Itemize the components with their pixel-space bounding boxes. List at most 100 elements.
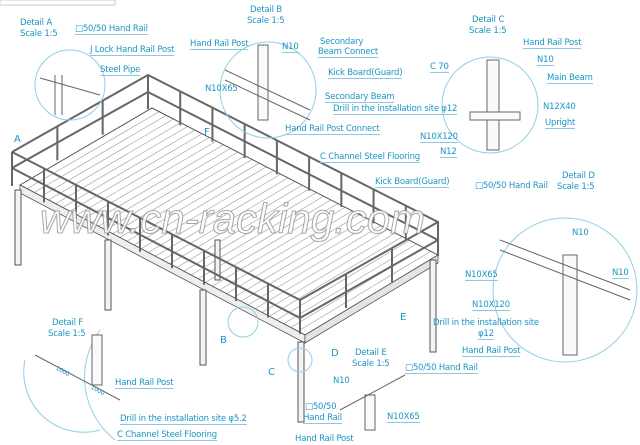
detail-e-hand-rail-left: □50/50 — [305, 402, 337, 412]
watermark: www.cn-racking.com — [39, 195, 426, 243]
floor-plank — [283, 243, 417, 325]
detail-b-n10: N10 — [282, 42, 299, 53]
floor-plank — [133, 166, 267, 246]
detail-c-hand-rail-post: Hand Rail Post — [523, 38, 582, 49]
columns — [14, 189, 437, 423]
floor-plank — [105, 151, 238, 231]
floor-plank — [55, 126, 188, 205]
floor-plank — [162, 181, 296, 261]
detail-e-n10: N10 — [333, 376, 350, 386]
floor-plank — [41, 118, 174, 197]
floor-plank — [183, 192, 317, 272]
detail-b-secondary-beam-connect: Secondary — [320, 37, 364, 47]
detail-d-n10x65: N10X65 — [465, 270, 498, 281]
detail-c-n10: N10 — [537, 55, 554, 66]
detail-e-title: Detail E — [355, 348, 387, 358]
floor-plank — [219, 210, 353, 291]
floor-plank — [69, 133, 203, 212]
detail-a-scale: Scale 1:5 — [20, 29, 58, 39]
floor-plank — [91, 144, 224, 223]
detail-c-scale: Scale 1:5 — [469, 26, 507, 36]
floor-plank — [233, 217, 367, 298]
detail-c-n10x120: N10X120 — [420, 132, 458, 143]
floor-plank — [119, 159, 253, 238]
detail-c-main-beam: Main Beam — [547, 73, 593, 84]
marker-d: D — [331, 348, 339, 359]
floor-plank — [276, 240, 410, 321]
floor-plank — [212, 206, 346, 287]
detail-d-title: Detail D — [562, 171, 595, 181]
detail-f-scale: Scale 1:5 — [48, 329, 86, 339]
floor-plank — [254, 229, 389, 310]
floor-plank — [262, 232, 396, 313]
main-flooring: C Channel Steel Flooring — [320, 152, 420, 163]
floor-plank — [297, 251, 432, 332]
floor-plank — [26, 111, 160, 190]
floor-plank — [140, 170, 274, 250]
detail-b-drill: Drill in the installation site φ12 — [333, 104, 458, 115]
detail-d-n10x120: N10X120 — [472, 300, 510, 311]
floor-plank — [62, 129, 196, 208]
detail-d-n10-right: N10 — [612, 268, 629, 279]
detail-d-hand-rail: □50/50 Hand Rail — [475, 181, 548, 191]
floor-plank — [240, 221, 374, 302]
detail-a-title: Detail A — [20, 18, 52, 28]
detail-f-drill: Drill in the installation site φ5.2 — [120, 414, 247, 425]
detail-d-scale: Scale 1:5 — [557, 182, 595, 192]
detail-b-kick-board: Kick Board(Guard) — [328, 68, 403, 79]
detail-b-n10x65: N10X65 — [205, 84, 238, 94]
marker-a: A — [14, 134, 21, 145]
marker-e: E — [400, 312, 407, 323]
marker-b: B — [220, 335, 227, 346]
marker-c: C — [268, 367, 275, 378]
detail-e-hand-rail-left-2: Hand Rail — [303, 413, 342, 424]
detail-c-c70: C 70 — [430, 62, 449, 73]
detail-e-n10x65: N10X65 — [387, 412, 420, 423]
detail-d-drill: Drill in the installation site — [433, 318, 539, 328]
floor-plank — [176, 188, 310, 268]
detail-c-upright: Upright — [545, 118, 576, 129]
detail-c-n12x40: N12X40 — [543, 102, 576, 112]
detail-f-flooring: C Channel Steel Flooring — [117, 430, 217, 441]
detail-b-secondary-beam-connect-2: Beam Connect — [318, 47, 378, 58]
detail-d-n10-top: N10 — [572, 228, 589, 238]
detail-f-hand-rail-post: Hand Rail Post — [115, 378, 174, 389]
top-frame — [0, 0, 116, 6]
floor-plank — [148, 173, 281, 253]
floor-plank — [76, 137, 210, 216]
main-kick-board: Kick Board(Guard) — [375, 177, 450, 188]
floor-plank — [205, 203, 339, 283]
detail-f-title: Detail F — [52, 318, 84, 328]
detail-circles — [23, 41, 638, 441]
detail-b-post-connect: Hand Rail Post Connect — [285, 124, 380, 135]
detail-c-n12: N12 — [440, 147, 457, 158]
detail-sketches — [34, 44, 631, 431]
detail-e-hand-rail-post: Hand Rail Post — [295, 434, 354, 444]
detail-c-title: Detail C — [472, 15, 505, 25]
detail-b-hand-rail-post: Hand Rail Post — [190, 39, 249, 50]
detail-b-secondary-beam: Secondary Beam — [325, 92, 395, 103]
detail-e-hand-rail-right: □50/50 Hand Rail — [405, 363, 478, 374]
detail-a-hand-rail: □50/50 Hand Rail — [75, 24, 148, 35]
detail-b-title: Detail B — [250, 5, 282, 15]
floor-plank — [34, 115, 167, 193]
floor-plank — [269, 236, 403, 317]
floor-plank — [48, 122, 181, 201]
floor-plank — [83, 140, 217, 220]
floor-plank — [98, 148, 231, 227]
detail-a-steel-pipe: Steel Pipe — [100, 65, 141, 76]
detail-a-lock-post: J Lock Hand Rail Post — [90, 45, 175, 56]
detail-d-drill-size: φ12 — [478, 329, 494, 340]
detail-d-hand-rail-post: Hand Rail Post — [462, 346, 521, 357]
detail-e-scale: Scale 1:5 — [352, 359, 390, 369]
floor-plank — [226, 214, 360, 295]
floor-plank — [190, 195, 324, 276]
floor-plank — [155, 177, 289, 257]
marker-f: F — [204, 127, 210, 138]
deck-flooring — [20, 108, 432, 332]
floor-plank — [169, 184, 303, 265]
detail-b-scale: Scale 1:5 — [247, 16, 285, 26]
side-beam — [304, 254, 439, 344]
